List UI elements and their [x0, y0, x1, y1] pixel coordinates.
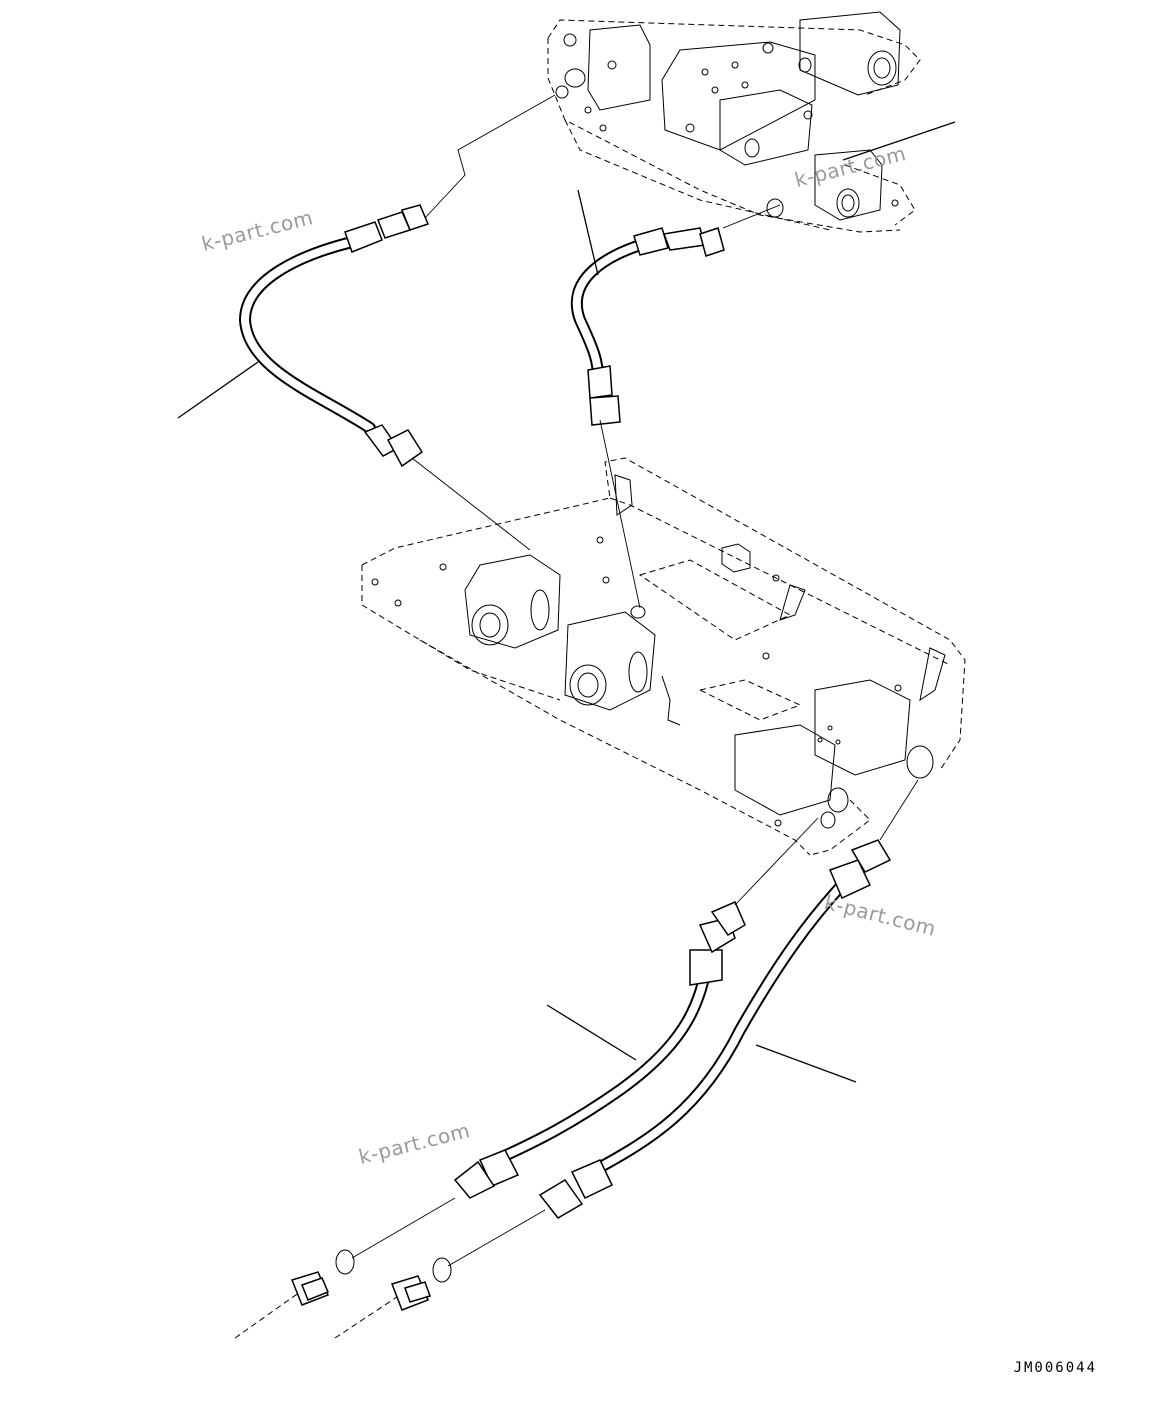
upper-valve-block	[547, 11, 921, 233]
hose-upper-center	[570, 227, 725, 426]
hose-lower-right	[538, 839, 892, 1219]
adapter-right	[334, 1257, 452, 1339]
drawing-code: JM006044	[1013, 1360, 1097, 1376]
connection-lines	[351, 94, 919, 1267]
hose-lower-left	[453, 901, 746, 1199]
adapter-left	[234, 1249, 355, 1339]
hose-upper-left	[239, 204, 430, 468]
main-frame	[361, 457, 966, 856]
leader-lines	[177, 121, 956, 1083]
